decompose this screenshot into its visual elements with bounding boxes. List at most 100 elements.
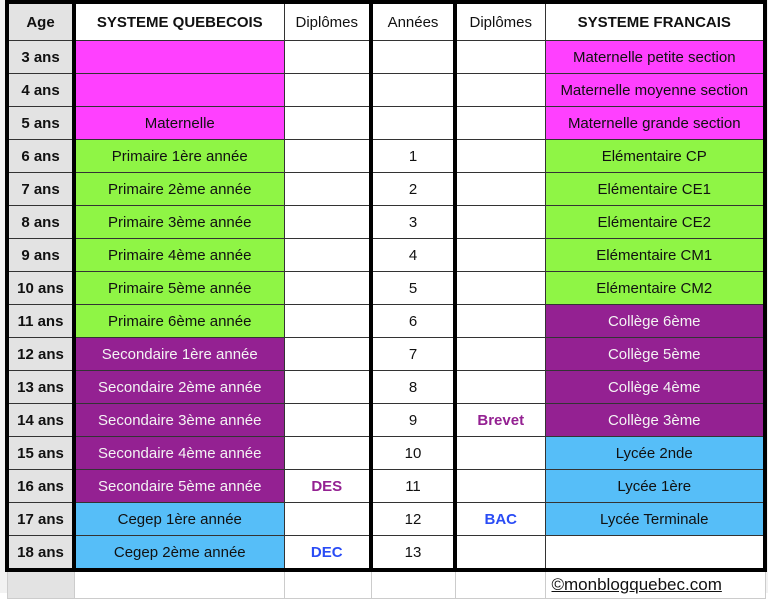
french-level-cell (544, 535, 767, 572)
year-cell (369, 106, 457, 140)
footer-row: ©monblogquebec.com (6, 570, 766, 599)
quebec-diploma-cell (283, 403, 372, 437)
french-diploma-cell (454, 370, 546, 404)
quebec-diploma-cell (283, 304, 372, 338)
french-diploma-cell (454, 139, 546, 173)
french-diploma-cell (454, 436, 546, 470)
quebec-diploma-cell (283, 172, 372, 206)
french-level-cell: Elémentaire CP (544, 139, 767, 173)
year-cell: 3 (369, 205, 457, 239)
quebec-level-cell: Primaire 2ème année (73, 172, 285, 206)
empty-cell (454, 570, 546, 599)
year-cell: 13 (369, 535, 457, 572)
age-cell: 15 ans (5, 436, 76, 470)
age-cell: 13 ans (5, 370, 76, 404)
year-cell: 12 (369, 502, 457, 536)
age-cell: 7 ans (5, 172, 76, 206)
quebec-level-cell: Cegep 2ème année (73, 535, 285, 572)
year-cell: 6 (369, 304, 457, 338)
french-diploma-cell: BAC (454, 502, 546, 536)
table-row: 4 ans Maternelle moyenne section (5, 73, 767, 107)
header-age: Age (5, 0, 76, 41)
french-level-cell: Elémentaire CM1 (544, 238, 767, 272)
quebec-level-cell (73, 40, 285, 74)
french-diploma-cell (454, 205, 546, 239)
french-level-cell: Collège 3ème (544, 403, 767, 437)
age-cell: 14 ans (5, 403, 76, 437)
french-level-cell: Maternelle grande section (544, 106, 767, 140)
age-cell: 9 ans (5, 238, 76, 272)
quebec-level-cell: Secondaire 3ème année (73, 403, 285, 437)
copyright-link[interactable]: ©monblogquebec.com (544, 570, 766, 599)
quebec-diploma-cell: DEC (283, 535, 372, 572)
age-cell: 11 ans (5, 304, 76, 338)
french-level-cell: Collège 6ème (544, 304, 767, 338)
header-quebec-system: SYSTEME QUEBECOIS (73, 0, 285, 41)
quebec-level-cell: Primaire 3ème année (73, 205, 285, 239)
french-diploma-cell (454, 73, 546, 107)
quebec-diploma-cell (283, 238, 372, 272)
year-cell: 8 (369, 370, 457, 404)
french-level-cell: Lycée 2nde (544, 436, 767, 470)
quebec-diploma-cell (283, 502, 372, 536)
french-diploma-cell: Brevet (454, 403, 546, 437)
french-level-cell: Elémentaire CE1 (544, 172, 767, 206)
quebec-diploma-cell (283, 337, 372, 371)
year-cell: 4 (369, 238, 457, 272)
quebec-diploma-cell: DES (283, 469, 372, 503)
year-cell (369, 40, 457, 74)
quebec-diploma-cell (283, 436, 372, 470)
quebec-level-cell: Primaire 4ème année (73, 238, 285, 272)
quebec-level-cell: Cegep 1ère année (73, 502, 285, 536)
age-cell: 8 ans (5, 205, 76, 239)
french-diploma-cell (454, 238, 546, 272)
year-cell: 2 (369, 172, 457, 206)
age-cell: 10 ans (5, 271, 76, 305)
quebec-level-cell: Primaire 5ème année (73, 271, 285, 305)
header-diplomas-qc: Diplômes (283, 0, 372, 41)
quebec-level-cell (73, 73, 285, 107)
quebec-diploma-cell (283, 271, 372, 305)
french-diploma-cell (454, 337, 546, 371)
empty-cell (6, 570, 75, 599)
french-level-cell: Collège 4ème (544, 370, 767, 404)
year-cell: 1 (369, 139, 457, 173)
year-cell: 10 (369, 436, 457, 470)
french-diploma-cell (454, 535, 546, 572)
quebec-level-cell: Primaire 6ème année (73, 304, 285, 338)
age-cell: 6 ans (5, 139, 76, 173)
french-level-cell: Lycée 1ère (544, 469, 767, 503)
french-diploma-cell (454, 271, 546, 305)
quebec-level-cell: Secondaire 2ème année (73, 370, 285, 404)
year-cell: 7 (369, 337, 457, 371)
french-diploma-cell (454, 106, 546, 140)
empty-cell (370, 570, 456, 599)
french-diploma-cell (454, 40, 546, 74)
french-diploma-cell (454, 304, 546, 338)
empty-cell (283, 570, 372, 599)
school-systems-table: Age SYSTEME QUEBECOIS Diplômes Années Di… (5, 0, 767, 599)
french-level-cell: Elémentaire CM2 (544, 271, 767, 305)
header-diplomas-fr: Diplômes (454, 0, 546, 41)
empty-cell (73, 570, 285, 599)
age-cell: 4 ans (5, 73, 76, 107)
year-cell: 9 (369, 403, 457, 437)
french-level-cell: Maternelle moyenne section (544, 73, 767, 107)
age-cell: 12 ans (5, 337, 76, 371)
quebec-level-cell: Secondaire 1ère année (73, 337, 285, 371)
age-cell: 18 ans (5, 535, 76, 572)
quebec-diploma-cell (283, 139, 372, 173)
header-row: Age SYSTEME QUEBECOIS Diplômes Années Di… (5, 0, 767, 41)
